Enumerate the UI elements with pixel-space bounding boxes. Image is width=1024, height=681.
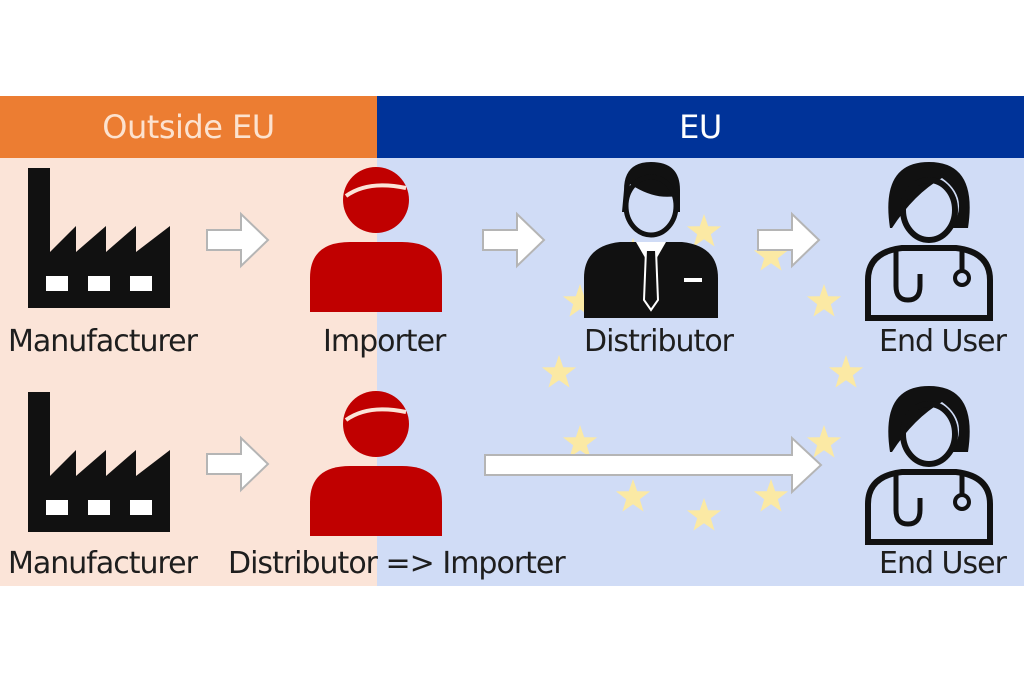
importer-label: Importer — [323, 324, 446, 359]
arrow-right-icon — [206, 435, 270, 493]
eu-star-icon — [686, 498, 722, 531]
manufacturer-label: Manufacturer — [8, 324, 198, 359]
outside-eu-label: Outside EU — [102, 108, 275, 146]
factory-icon — [28, 168, 170, 308]
arrow-right-icon — [757, 211, 821, 269]
factory-icon — [28, 392, 170, 532]
doctor-icon — [865, 162, 993, 321]
outside-eu-header: Outside EU — [0, 96, 377, 158]
doctor-icon — [865, 386, 993, 545]
distributor-importer-label: Distributor => Importer — [228, 546, 566, 581]
manufacturer-label: Manufacturer — [8, 546, 198, 581]
eu-label: EU — [679, 108, 722, 146]
eu-header: EU — [377, 96, 1024, 158]
end-user-label: End User — [879, 324, 1007, 359]
eu-star-icon — [806, 284, 842, 317]
eu-star-icon — [541, 355, 577, 388]
person-icon — [310, 167, 442, 312]
eu-star-icon — [828, 355, 864, 388]
long-arrow-right-icon — [484, 435, 823, 495]
person-icon — [310, 391, 442, 536]
arrow-right-icon — [206, 211, 270, 269]
arrow-right-icon — [482, 211, 546, 269]
distributor-label: Distributor — [584, 324, 734, 359]
businessman-icon — [584, 162, 718, 318]
end-user-label: End User — [879, 546, 1007, 581]
